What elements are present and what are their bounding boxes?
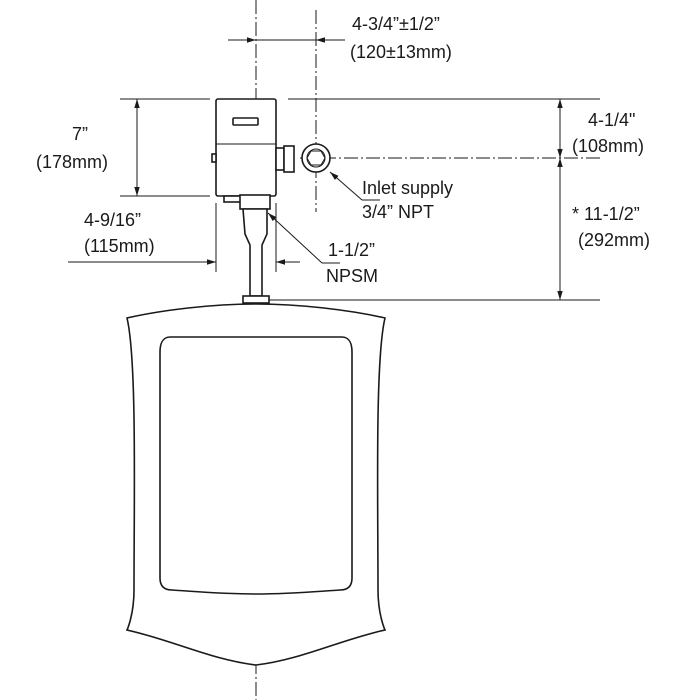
right-height-dimension-lines: [268, 98, 600, 301]
valve-width-imperial-label: 4-9/16”: [84, 210, 142, 230]
inlet-height-metric-label: (108mm): [572, 136, 645, 156]
outlet-callout-line1: 1-1/2”: [328, 240, 376, 260]
inlet-height-imperial-label: 4-1/4": [588, 110, 636, 130]
valve-height-metric-label: (178mm): [36, 152, 109, 172]
offset-imperial-label: 4-3/4”±1/2”: [352, 14, 440, 34]
outlet-callout-line2: NPSM: [326, 266, 379, 286]
valve-height-imperial-label: 7”: [72, 124, 89, 144]
inlet-callout-line2: 3/4” NPT: [362, 202, 435, 222]
total-height-metric-label: (292mm): [578, 230, 651, 250]
inlet-callout-leader: [329, 171, 363, 201]
flush-valve: [211, 98, 331, 304]
inlet-fitting: [301, 143, 331, 173]
outlet-callout-leader: [267, 212, 323, 264]
inlet-callout-line1: Inlet supply: [362, 178, 454, 198]
valve-width-metric-label: (115mm): [84, 236, 155, 256]
total-height-imperial-label: * 11-1/2”: [572, 204, 640, 224]
sensor-window: [232, 117, 259, 126]
urinal: [125, 303, 387, 666]
spud-flange: [242, 295, 270, 304]
offset-metric-label: (120±13mm): [350, 42, 452, 62]
valve-height-dimension-line: [120, 98, 210, 197]
